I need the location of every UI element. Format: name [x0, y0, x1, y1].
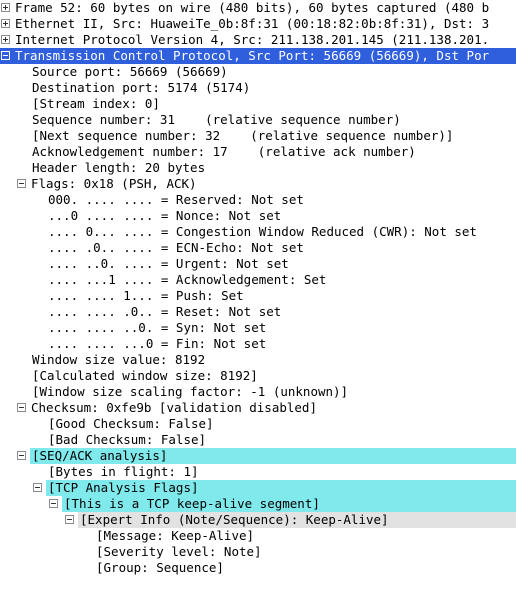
tree-row-label: [Group: Sequence] — [96, 560, 224, 575]
expand-icon[interactable] — [1, 19, 10, 28]
tree-row-label: [Calculated window size: 8192] — [32, 368, 258, 383]
tree-row-seq-ack-analysis[interactable]: [SEQ/ACK analysis] — [0, 448, 516, 464]
collapse-icon[interactable] — [17, 179, 26, 188]
tree-row-label: [Bytes in flight: 1] — [48, 464, 199, 479]
tree-row-label: 000. .... .... = Reserved: Not set — [48, 192, 304, 207]
tree-row-label: Frame 52: 60 bytes on wire (480 bits), 6… — [15, 0, 490, 15]
tree-row-label: .... ...1 .... = Acknowledgement: Set — [48, 272, 327, 287]
tree-row-flag-nonce[interactable]: ...0 .... .... = Nonce: Not set — [0, 208, 516, 224]
tree-row-label: [SEQ/ACK analysis] — [32, 448, 168, 463]
tree-row-label: ...0 .... .... = Nonce: Not set — [48, 208, 282, 223]
tree-row-label: Transmission Control Protocol, Src Port:… — [15, 48, 490, 63]
tree-row-flag-fin[interactable]: .... .... ...0 = Fin: Not set — [0, 336, 516, 352]
tree-row-label: Destination port: 5174 (5174) — [32, 80, 251, 95]
tree-row-label: Flags: 0x18 (PSH, ACK) — [31, 176, 197, 191]
tree-row-bytes-in-flight[interactable]: [Bytes in flight: 1] — [0, 464, 516, 480]
tree-row-calculated-window-size[interactable]: [Calculated window size: 8192] — [0, 368, 516, 384]
tree-row-tcp-analysis-flags[interactable]: [TCP Analysis Flags] — [0, 480, 516, 496]
tree-row-label: Window size value: 8192 — [32, 352, 206, 367]
tree-row-ack-number[interactable]: Acknowledgement number: 17 (relative ack… — [0, 144, 516, 160]
collapse-icon[interactable] — [49, 499, 58, 508]
tree-row-window-size[interactable]: Window size value: 8192 — [0, 352, 516, 368]
tree-row-flag-cwr[interactable]: .... 0... .... = Congestion Window Reduc… — [0, 224, 516, 240]
tree-row-label: Sequence number: 31 (relative sequence n… — [32, 112, 401, 127]
tree-row-flag-ecn[interactable]: .... .0.. .... = ECN-Echo: Not set — [0, 240, 516, 256]
tree-row-label: [Expert Info (Note/Sequence): Keep-Alive… — [80, 512, 389, 527]
tree-row-label: [Window size scaling factor: -1 (unknown… — [32, 384, 349, 399]
tree-row-label: .... ..0. .... = Urgent: Not set — [48, 256, 289, 271]
tree-row-group[interactable]: [Group: Sequence] — [0, 560, 516, 576]
tree-row-label: .... .... ..0. = Syn: Not set — [48, 320, 267, 335]
tree-row-label: .... .... ...0 = Fin: Not set — [48, 336, 267, 351]
tree-row-ip[interactable]: Internet Protocol Version 4, Src: 211.13… — [0, 32, 516, 48]
collapse-icon[interactable] — [17, 451, 26, 460]
tree-row-label: .... .... .0.. = Reset: Not set — [48, 304, 282, 319]
expand-icon[interactable] — [1, 3, 10, 12]
collapse-icon[interactable] — [33, 483, 42, 492]
collapse-icon[interactable] — [17, 403, 26, 412]
tree-row-label: [TCP Analysis Flags] — [48, 480, 199, 495]
tree-row-sequence-number[interactable]: Sequence number: 31 (relative sequence n… — [0, 112, 516, 128]
tree-row-label: .... .0.. .... = ECN-Echo: Not set — [48, 240, 304, 255]
tree-row-label: Source port: 56669 (56669) — [32, 64, 228, 79]
tree-row-next-sequence-number[interactable]: [Next sequence number: 32 (relative sequ… — [0, 128, 516, 144]
tree-row-flags[interactable]: Flags: 0x18 (PSH, ACK) — [0, 176, 516, 192]
tree-row-stream-index[interactable]: [Stream index: 0] — [0, 96, 516, 112]
collapse-icon[interactable] — [65, 515, 74, 524]
collapse-icon[interactable] — [1, 51, 10, 60]
tree-row-destination-port[interactable]: Destination port: 5174 (5174) — [0, 80, 516, 96]
tree-row-ethernet[interactable]: Ethernet II, Src: HuaweiTe_0b:8f:31 (00:… — [0, 16, 516, 32]
tree-row-label: [Stream index: 0] — [32, 96, 160, 111]
tree-row-frame[interactable]: Frame 52: 60 bytes on wire (480 bits), 6… — [0, 0, 516, 16]
tree-row-flag-reserved[interactable]: 000. .... .... = Reserved: Not set — [0, 192, 516, 208]
tree-row-flag-reset[interactable]: .... .... .0.. = Reset: Not set — [0, 304, 516, 320]
tree-row-header-length[interactable]: Header length: 20 bytes — [0, 160, 516, 176]
tree-row-good-checksum[interactable]: [Good Checksum: False] — [0, 416, 516, 432]
tree-row-tcp[interactable]: Transmission Control Protocol, Src Port:… — [0, 48, 516, 64]
tree-row-bad-checksum[interactable]: [Bad Checksum: False] — [0, 432, 516, 448]
tree-row-label: Checksum: 0xfe9b [validation disabled] — [31, 400, 317, 415]
tree-row-expert-info[interactable]: [Expert Info (Note/Sequence): Keep-Alive… — [0, 512, 516, 528]
tree-row-flag-ack[interactable]: .... ...1 .... = Acknowledgement: Set — [0, 272, 516, 288]
tree-row-label: [Next sequence number: 32 (relative sequ… — [32, 128, 454, 143]
tree-row-label: Header length: 20 bytes — [32, 160, 206, 175]
tree-row-source-port[interactable]: Source port: 56669 (56669) — [0, 64, 516, 80]
tree-row-message[interactable]: [Message: Keep-Alive] — [0, 528, 516, 544]
expand-icon[interactable] — [1, 35, 10, 44]
tree-row-flag-urgent[interactable]: .... ..0. .... = Urgent: Not set — [0, 256, 516, 272]
tree-row-label: .... 0... .... = Congestion Window Reduc… — [48, 224, 477, 239]
tree-row-flag-push[interactable]: .... .... 1... = Push: Set — [0, 288, 516, 304]
tree-row-keep-alive-segment[interactable]: [This is a TCP keep-alive segment] — [0, 496, 516, 512]
tree-row-checksum[interactable]: Checksum: 0xfe9b [validation disabled] — [0, 400, 516, 416]
tree-row-flag-syn[interactable]: .... .... ..0. = Syn: Not set — [0, 320, 516, 336]
tree-row-label: Acknowledgement number: 17 (relative ack… — [32, 144, 416, 159]
tree-row-severity-level[interactable]: [Severity level: Note] — [0, 544, 516, 560]
tree-row-label: [Message: Keep-Alive] — [96, 528, 255, 543]
tree-row-label: [This is a TCP keep-alive segment] — [64, 496, 320, 511]
tree-row-label: .... .... 1... = Push: Set — [48, 288, 244, 303]
tree-row-window-scaling-factor[interactable]: [Window size scaling factor: -1 (unknown… — [0, 384, 516, 400]
tree-row-label: [Good Checksum: False] — [48, 416, 214, 431]
tree-row-label: [Bad Checksum: False] — [48, 432, 207, 447]
tree-row-label: Internet Protocol Version 4, Src: 211.13… — [15, 32, 490, 47]
tree-row-label: [Severity level: Note] — [96, 544, 262, 559]
packet-details-tree: Frame 52: 60 bytes on wire (480 bits), 6… — [0, 0, 516, 576]
tree-row-label: Ethernet II, Src: HuaweiTe_0b:8f:31 (00:… — [15, 16, 490, 31]
